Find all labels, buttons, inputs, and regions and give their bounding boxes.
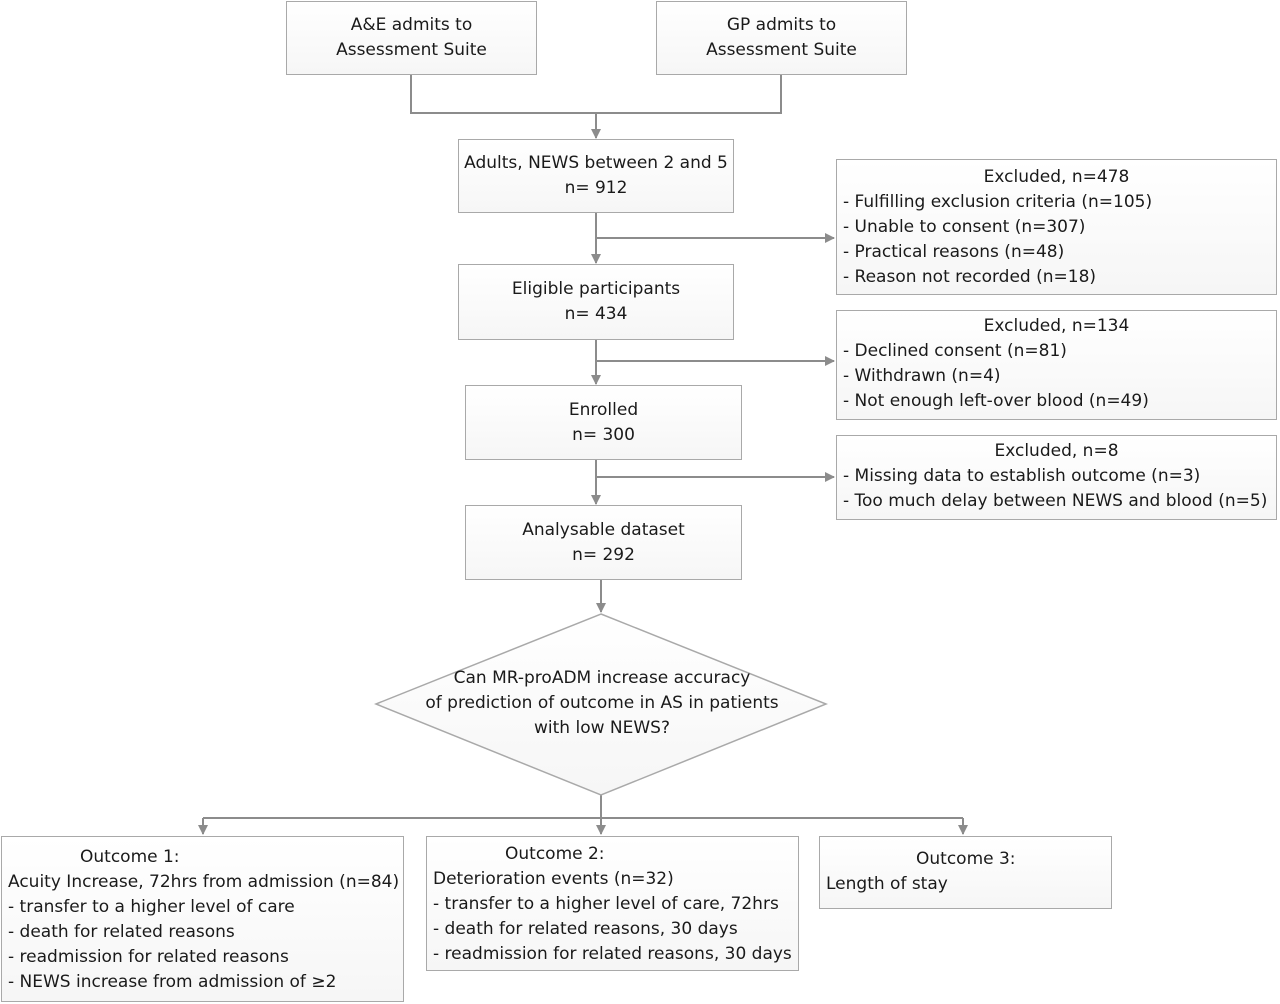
outcome-1-item: - death for related reasons (8, 922, 235, 942)
outcome-3-item: Length of stay (826, 874, 948, 894)
excluded-2-item: - Not enough left-over blood (n=49) (843, 391, 1149, 411)
enrolled-box: Enrolled n= 300 (465, 385, 742, 460)
ae-admits-box: A&E admits to Assessment Suite (286, 1, 537, 75)
outcome-1-box: Outcome 1: Acuity Increase, 72hrs from a… (1, 836, 404, 1002)
excluded-1-item: - Practical reasons (n=48) (843, 242, 1065, 262)
outcome-1-item: - transfer to a higher level of care (8, 897, 295, 917)
outcome-1-title: Outcome 1: (80, 847, 180, 867)
outcome-2-item: - transfer to a higher level of care, 72… (433, 894, 779, 914)
excluded-1-item: - Reason not recorded (n=18) (843, 267, 1097, 287)
outcome-2-item: - readmission for related reasons, 30 da… (433, 944, 792, 964)
eligible-box: Eligible participants n= 434 (458, 264, 734, 340)
outcome-2-title: Outcome 2: (505, 844, 605, 864)
adults-box: Adults, NEWS between 2 and 5 n= 912 (458, 139, 734, 213)
question-line-1: Can MR-proADM increase accuracy (453, 668, 751, 688)
enrolled-label: Enrolled (568, 399, 639, 420)
adults-label: Adults, NEWS between 2 and 5 (464, 153, 728, 173)
outcome-2-item: Deterioration events (n=32) (433, 869, 674, 889)
excluded-2-item: - Withdrawn (n=4) (843, 366, 1001, 386)
excluded-box-2: Excluded, n=134 - Declined consent (n=81… (836, 310, 1277, 420)
analysable-count: n= 292 (572, 544, 635, 565)
enrolled-count: n= 300 (572, 424, 635, 445)
question-text: Can MR-proADM increase accuracy of predi… (390, 666, 814, 741)
outcome-1-item: - readmission for related reasons (8, 947, 289, 967)
outcome-1-item: - NEWS increase from admission of ≥2 (8, 972, 337, 992)
eligible-label: Eligible participants (511, 279, 681, 299)
excluded-2-item: - Declined consent (n=81) (843, 341, 1067, 361)
ae-line-2: Assessment Suite (336, 40, 487, 60)
outcome-2-box: Outcome 2: Deterioration events (n=32) -… (426, 836, 799, 971)
gp-line-2: Assessment Suite (706, 40, 857, 60)
gp-line-1: GP admits to (726, 15, 837, 35)
analysable-box: Analysable dataset n= 292 (465, 505, 742, 580)
eligible-count: n= 434 (564, 304, 628, 324)
excluded-1-item: - Fulfilling exclusion criteria (n=105) (843, 192, 1153, 212)
question-line-2: of prediction of outcome in AS in patien… (425, 693, 779, 713)
outcome-2-item: - death for related reasons, 30 days (433, 919, 738, 939)
excluded-3-item: - Too much delay between NEWS and blood … (843, 491, 1268, 511)
adults-count: n= 912 (564, 178, 628, 198)
gp-admits-box: GP admits to Assessment Suite (656, 1, 907, 75)
outcome-3-box: Outcome 3: Length of stay (819, 836, 1112, 909)
excluded-1-title: Excluded, n=478 (983, 167, 1130, 187)
excluded-box-1: Excluded, n=478 - Fulfilling exclusion c… (836, 159, 1277, 295)
question-diamond (373, 613, 829, 796)
excluded-box-3: Excluded, n=8 - Missing data to establis… (836, 435, 1277, 520)
excluded-1-item: - Unable to consent (n=307) (843, 217, 1086, 237)
outcome-3-title: Outcome 3: (916, 849, 1016, 869)
excluded-3-title: Excluded, n=8 (994, 441, 1119, 461)
excluded-2-title: Excluded, n=134 (983, 316, 1130, 336)
excluded-3-item: - Missing data to establish outcome (n=3… (843, 466, 1201, 486)
question-line-3: with low NEWS? (534, 718, 670, 738)
analysable-label: Analysable dataset (522, 519, 685, 540)
outcome-1-item: Acuity Increase, 72hrs from admission (n… (8, 872, 400, 892)
merge-line (410, 75, 782, 114)
ae-line-1: A&E admits to (350, 15, 473, 35)
